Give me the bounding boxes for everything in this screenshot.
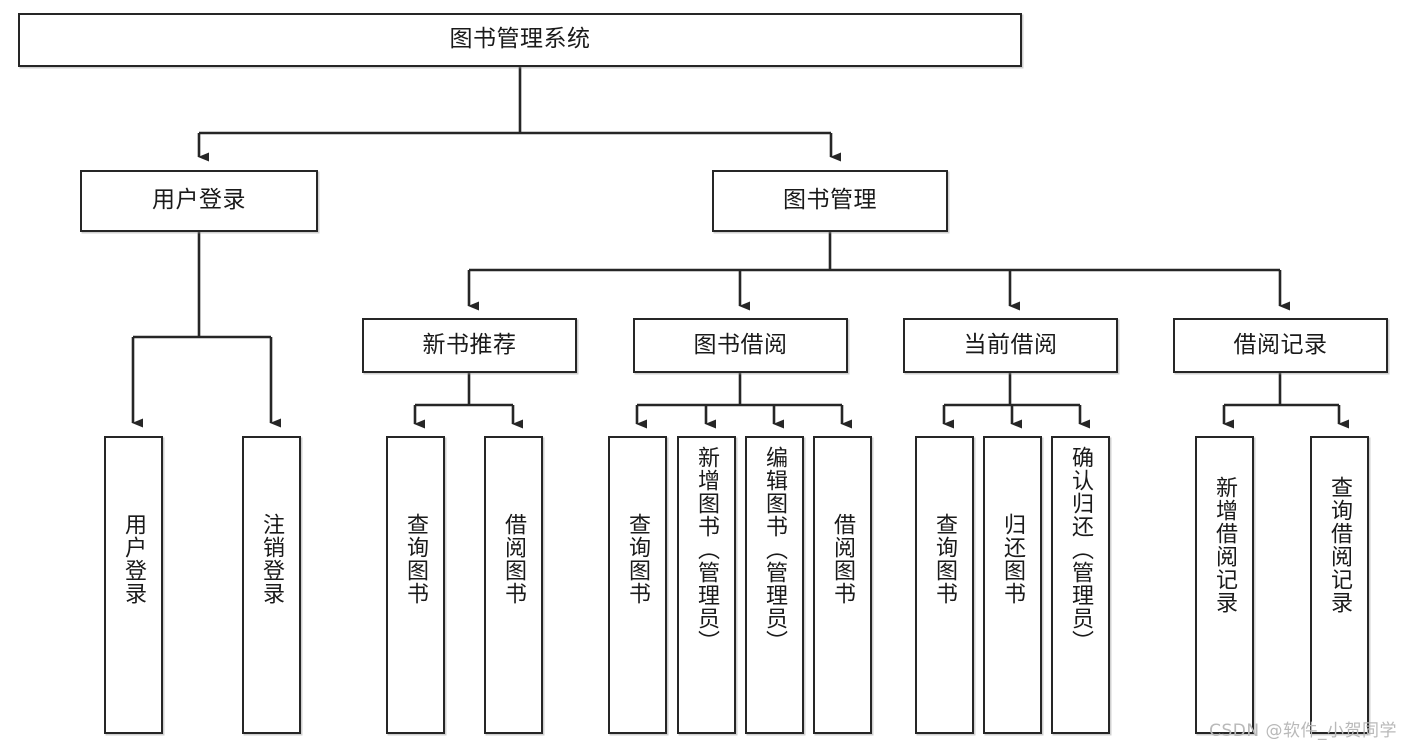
node-label: 确认归还（管理员）: [1068, 446, 1094, 653]
node-leaf-return-book[interactable]: 归还图书: [983, 436, 1042, 734]
node-leaf-query-borrow-record[interactable]: 查询借阅记录: [1310, 436, 1369, 734]
node-leaf-query-book-current[interactable]: 查询图书: [915, 436, 974, 734]
node-label: 归还图书: [1000, 513, 1026, 605]
node-root-system[interactable]: 图书管理系统: [18, 13, 1022, 67]
node-label: 借阅图书: [501, 513, 527, 605]
node-label: 查询图书: [625, 513, 651, 605]
node-current-borrow[interactable]: 当前借阅: [903, 318, 1118, 373]
node-book-manage[interactable]: 图书管理: [712, 170, 948, 232]
node-label: 注销登录: [259, 513, 285, 605]
node-label: 用户登录: [152, 187, 246, 214]
node-leaf-borrow-book-rec[interactable]: 借阅图书: [484, 436, 543, 734]
node-label: 编辑图书（管理员）: [762, 446, 788, 653]
node-label: 查询借阅记录: [1327, 476, 1353, 614]
node-borrow-record[interactable]: 借阅记录: [1173, 318, 1388, 373]
node-leaf-query-book-rec[interactable]: 查询图书: [386, 436, 445, 734]
node-label: 当前借阅: [963, 331, 1058, 358]
node-label: 借阅记录: [1233, 331, 1328, 358]
node-leaf-add-borrow-record[interactable]: 新增借阅记录: [1195, 436, 1254, 734]
node-leaf-edit-book-admin[interactable]: 编辑图书（管理员）: [745, 436, 804, 734]
node-label: 查询图书: [403, 513, 429, 605]
node-label: 图书管理: [783, 187, 877, 214]
node-label: 查询图书: [932, 513, 958, 605]
node-leaf-user-login[interactable]: 用户登录: [104, 436, 163, 734]
node-label: 新书推荐: [422, 331, 517, 358]
node-label: 图书管理系统: [449, 26, 591, 53]
node-user-login[interactable]: 用户登录: [80, 170, 318, 232]
node-leaf-add-book-admin[interactable]: 新增图书（管理员）: [677, 436, 736, 734]
node-label: 新增借阅记录: [1212, 476, 1238, 614]
node-book-borrow[interactable]: 图书借阅: [633, 318, 848, 373]
node-leaf-borrow-book-borrow[interactable]: 借阅图书: [813, 436, 872, 734]
node-label: 图书借阅: [693, 331, 788, 358]
node-label: 借阅图书: [830, 513, 856, 605]
csdn-watermark: CSDN @软件_小贺同学: [1209, 721, 1397, 741]
node-leaf-confirm-return-admin[interactable]: 确认归还（管理员）: [1051, 436, 1110, 734]
node-label: 新增图书（管理员）: [694, 446, 720, 653]
node-new-book-recommend[interactable]: 新书推荐: [362, 318, 577, 373]
node-leaf-logout[interactable]: 注销登录: [242, 436, 301, 734]
node-leaf-query-book-borrow[interactable]: 查询图书: [608, 436, 667, 734]
node-label: 用户登录: [121, 513, 147, 605]
